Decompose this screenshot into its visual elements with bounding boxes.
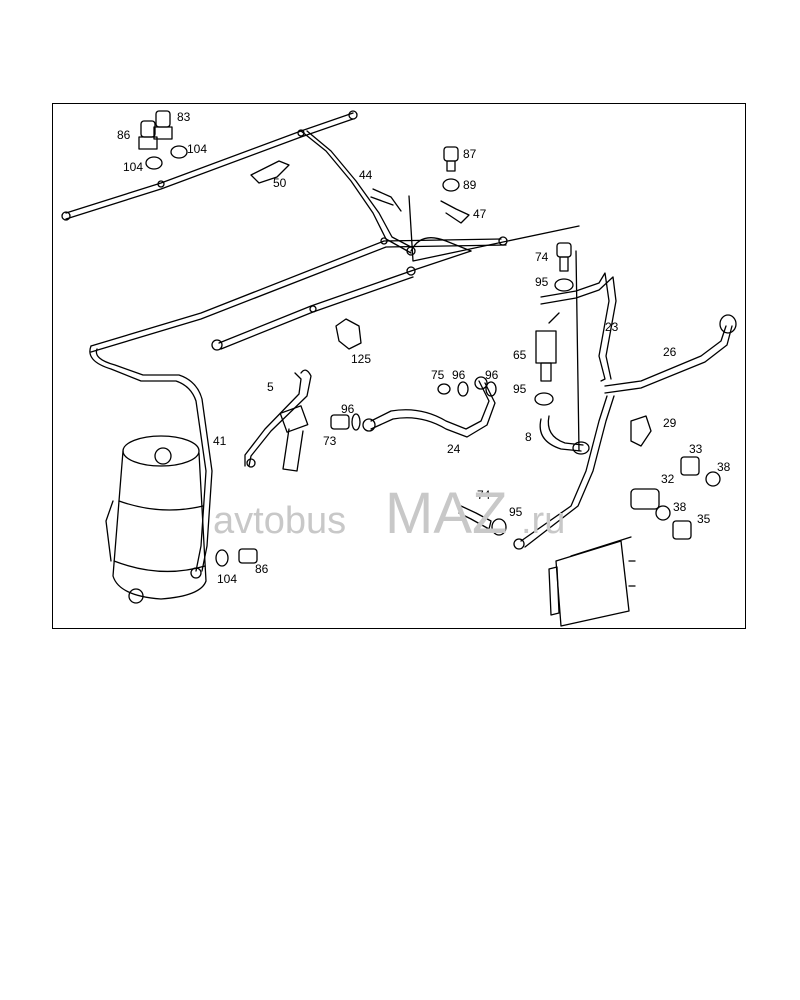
branch-line	[300, 130, 412, 254]
callout-65: 65	[513, 348, 527, 362]
callout-89: 89	[463, 178, 477, 192]
callout-35: 35	[697, 512, 711, 526]
callout-38: 38	[673, 500, 687, 514]
callout-74: 74	[535, 250, 549, 264]
diagram-frame: 86 83 104 104 50 44 87 89 47 74 95 23 26 65 95 125 5 75 96…	[52, 103, 746, 629]
upper-fuel-line	[65, 112, 354, 214]
fuel-line-23	[540, 272, 610, 382]
valve-65	[535, 330, 557, 364]
leader-lines	[408, 195, 580, 452]
callout-104: 104	[187, 142, 207, 156]
banjo-74-lower	[458, 505, 492, 530]
fuel-line-26	[604, 325, 727, 387]
fuel-system-diagram: 86 83 104 104 50 44 87 89 47 74 95 23 26 65 95 125 5 75 96…	[61, 110, 737, 627]
watermark-prefix: avtobus	[213, 500, 346, 542]
line-fitting	[61, 211, 71, 221]
watermark-suffix: .ru	[521, 500, 565, 542]
callout-32: 32	[661, 472, 675, 486]
callout-38: 38	[717, 460, 731, 474]
union-32	[630, 488, 660, 510]
callout-86: 86	[117, 128, 131, 142]
return-line	[520, 395, 608, 542]
banjo-bolt-86-lower	[238, 548, 258, 564]
callout-33: 33	[689, 442, 703, 456]
callout-29: 29	[663, 416, 677, 430]
banjo-bolt-83	[155, 110, 171, 128]
tee-fitting-44	[370, 188, 402, 212]
callout-23: 23	[605, 320, 619, 334]
callout-73: 73	[323, 434, 337, 448]
callout-labels: 86 83 104 104 50 44 87 89 47 74 95 23 26 65 95 125 5 75 96…	[117, 110, 731, 586]
banjo-bolt-86	[140, 120, 156, 138]
callout-26: 26	[663, 345, 677, 359]
callout-95: 95	[535, 275, 549, 289]
callout-104: 104	[123, 160, 143, 174]
callout-95: 95	[513, 382, 527, 396]
bracket-125	[335, 318, 362, 350]
line-fitting	[157, 180, 165, 188]
banjo-bolt-73	[330, 414, 350, 430]
callout-83: 83	[177, 110, 191, 124]
callout-104: 104	[217, 572, 237, 586]
callout-44: 44	[359, 168, 373, 182]
fuel-filter	[105, 435, 207, 604]
callout-47: 47	[473, 207, 487, 221]
watermark-brand: MAZ	[385, 481, 507, 546]
callout-96: 96	[485, 368, 499, 382]
connector-50	[250, 160, 290, 184]
callout-75: 75	[431, 368, 445, 382]
fuel-line-24	[370, 380, 490, 430]
callout-86: 86	[255, 562, 269, 576]
callout-95: 95	[509, 505, 523, 519]
banjo-bolt-74	[556, 242, 572, 258]
banjo-bolt-87	[443, 146, 459, 162]
control-unit	[548, 536, 636, 627]
callout-8: 8	[525, 430, 532, 444]
callout-74: 74	[477, 488, 491, 502]
watermark: avtobus MAZ .ru	[213, 481, 565, 546]
callout-50: 50	[273, 176, 287, 190]
union-33	[680, 456, 700, 476]
filter-feed-line	[89, 345, 207, 572]
callout-41: 41	[213, 434, 227, 448]
union-35	[672, 520, 692, 540]
tee-fitting-29	[630, 415, 652, 447]
line-fitting	[348, 110, 358, 120]
fuel-line-8	[539, 418, 582, 452]
callout-24: 24	[447, 442, 461, 456]
callout-96: 96	[452, 368, 466, 382]
tee-fitting-47	[440, 200, 470, 224]
fuel-line-5	[248, 369, 312, 467]
callout-5: 5	[267, 380, 274, 394]
callout-96: 96	[341, 402, 355, 416]
callout-87: 87	[463, 147, 477, 161]
callout-125: 125	[351, 352, 371, 366]
